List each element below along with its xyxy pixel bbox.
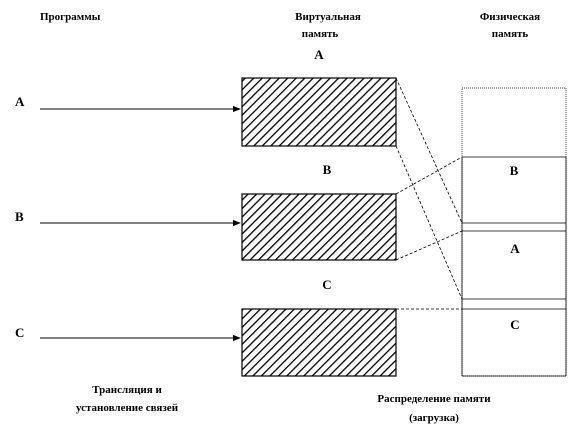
mapping-a-top — [395, 77, 463, 224]
program-label-a: A — [15, 94, 25, 109]
virtual-block-c — [241, 308, 397, 377]
virtual-block-b — [241, 193, 397, 261]
mapping-a-bottom — [395, 145, 463, 300]
virtual-segment-label-a: A — [314, 47, 324, 62]
mapping-b-bottom — [395, 230, 463, 261]
header-physical-memory-line2: память — [492, 28, 529, 40]
virtual-segment-label-c: C — [322, 277, 331, 292]
physical-memory-column — [461, 87, 567, 377]
virtual-block-a — [241, 77, 397, 147]
caption-allocation-line2: (загрузка) — [409, 412, 459, 424]
physical-segment-label-c: C — [510, 317, 519, 332]
mapping-lines — [395, 77, 463, 310]
header-virtual-memory-line2: память — [302, 28, 339, 40]
caption-translation-line2: установление связей — [76, 402, 179, 414]
header-virtual-memory-line1: Виртуальная — [295, 11, 361, 23]
physical-segment-label-a: A — [510, 241, 520, 256]
program-label-c: C — [15, 325, 24, 340]
header-physical-memory-line1: Физическая — [480, 11, 540, 23]
virtual-segment-label-b: B — [323, 162, 332, 177]
physical-segment-label-b: B — [510, 163, 519, 178]
caption-allocation-line1: Распределение памяти — [377, 393, 491, 405]
caption-translation-line1: Трансляция и — [92, 384, 162, 396]
header-programs: Программы — [40, 11, 101, 23]
mapping-b-top — [395, 156, 463, 195]
program-label-b: B — [15, 209, 24, 224]
